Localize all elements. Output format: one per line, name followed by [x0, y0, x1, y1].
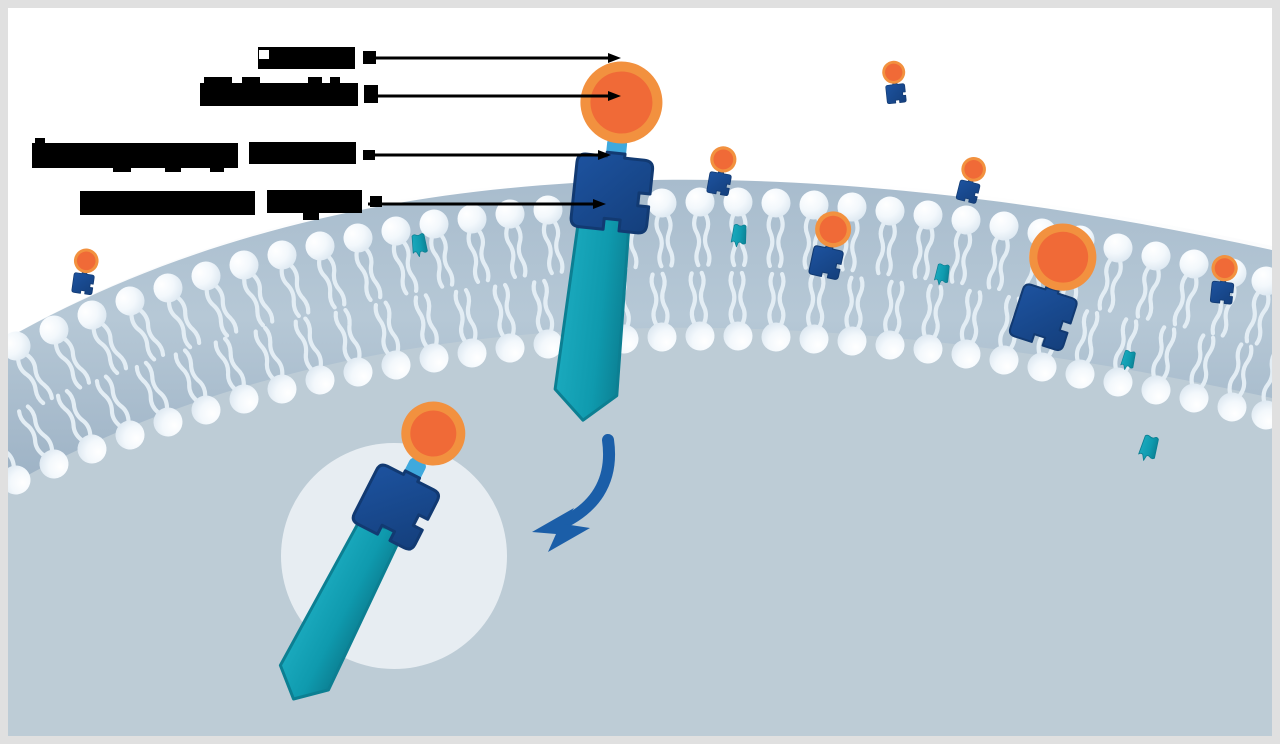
- figure-canvas: [8, 8, 1272, 736]
- redaction-ascender: [242, 77, 260, 85]
- redaction-block: [363, 150, 375, 160]
- redaction-descender: [113, 163, 131, 172]
- redaction-ascender: [35, 138, 45, 144]
- redaction-block: [267, 190, 362, 213]
- redaction-ascender: [330, 77, 340, 85]
- internalized-ligand-core: [410, 410, 457, 457]
- leader-line-4: [368, 199, 606, 209]
- redaction-ascender: [308, 77, 322, 85]
- internalized-receptor-head: [351, 463, 440, 551]
- leader-line-3: [368, 150, 611, 160]
- redaction-block: [363, 51, 376, 64]
- redaction-block: [32, 143, 238, 168]
- redaction-notch: [259, 50, 269, 59]
- leader-line-2: [368, 91, 621, 101]
- redaction-descender: [165, 163, 181, 172]
- ligand-core: [590, 71, 653, 134]
- leader-line-1: [368, 53, 621, 63]
- redaction-block: [249, 142, 356, 164]
- redaction-descender: [210, 163, 224, 172]
- redaction-block: [200, 83, 358, 106]
- redaction-block: [258, 47, 355, 69]
- redaction-ascender: [204, 77, 232, 85]
- internalization-arrow: [532, 434, 615, 552]
- redaction-block: [370, 196, 382, 207]
- lipid-bilayer: [8, 179, 1272, 500]
- redaction-descender: [303, 211, 319, 220]
- redaction-block: [364, 85, 378, 103]
- label-leader-lines: [368, 53, 621, 209]
- endosome-with-internalized-receptor: [278, 401, 507, 701]
- redaction-block: [80, 191, 255, 215]
- cell-membrane-diagram: [8, 8, 1272, 736]
